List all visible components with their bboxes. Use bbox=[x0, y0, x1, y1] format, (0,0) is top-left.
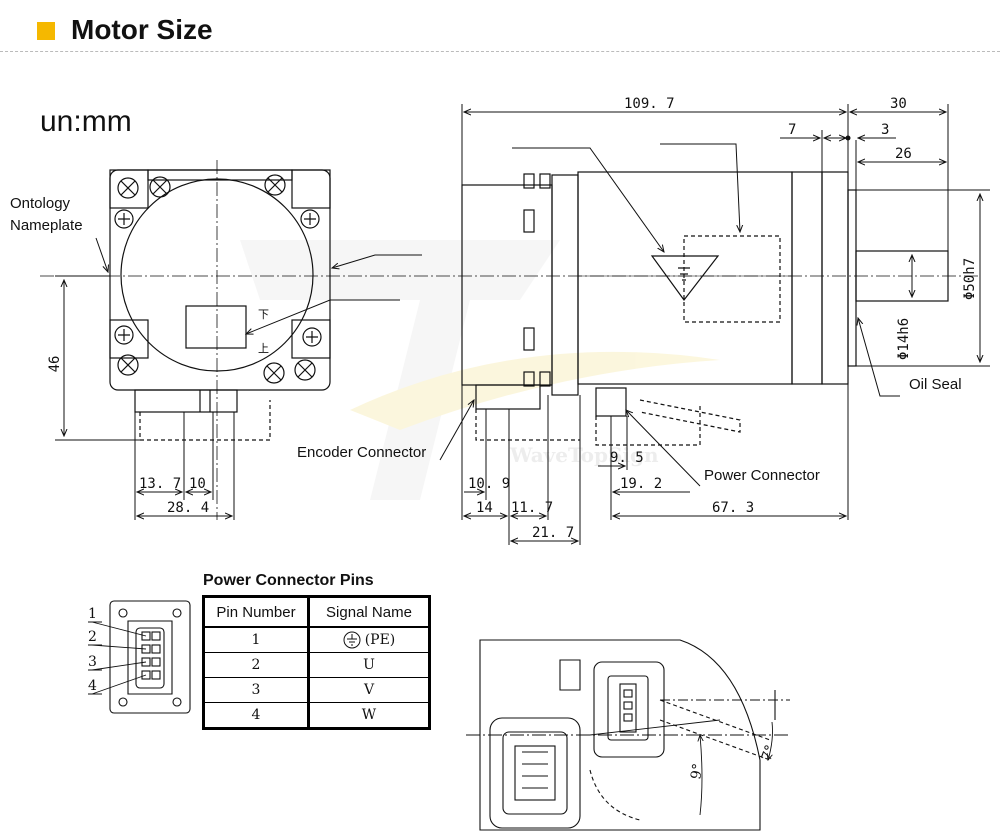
pin-number-cell: 3 bbox=[203, 677, 310, 703]
dim-3: 3 bbox=[881, 122, 889, 138]
table-row: 2 U bbox=[203, 652, 430, 678]
signal-name-cell: U bbox=[308, 652, 430, 678]
dimensions-front-bottom bbox=[134, 412, 235, 520]
dim-28-4: 28. 4 bbox=[167, 500, 209, 516]
dim-13-7: 13. 7 bbox=[139, 476, 181, 492]
dim-14: 14 bbox=[476, 500, 493, 516]
dim-26: 26 bbox=[895, 146, 912, 162]
dim-46: 46 bbox=[47, 356, 63, 373]
pin-label-2: 2 bbox=[88, 629, 97, 645]
page-title: Motor Size bbox=[71, 14, 213, 45]
leader-lines-side bbox=[439, 143, 900, 487]
dimension-46 bbox=[55, 275, 140, 441]
dimensions-side-top bbox=[461, 104, 949, 251]
pin-number-cell: 1 bbox=[203, 626, 310, 653]
power-connector-pin-diagram bbox=[88, 600, 191, 714]
watermark-text: WaveTopSign bbox=[509, 443, 659, 467]
dim-30: 30 bbox=[890, 96, 907, 112]
dim-phi50: Φ50h7 bbox=[962, 258, 978, 300]
nameplate-mark-top: 下 bbox=[258, 308, 269, 321]
table-row: 3 V bbox=[203, 677, 430, 703]
dimensions-side-bottom bbox=[461, 384, 849, 545]
power-connector-callout: Power Connector bbox=[704, 467, 820, 484]
signal-name-text: (PE) bbox=[364, 632, 396, 648]
oil-seal-callout: Oil Seal bbox=[909, 376, 962, 393]
dim-19-2: 19. 2 bbox=[620, 476, 662, 492]
dimensions-side-right bbox=[856, 189, 990, 367]
dim-9-5: 9. 5 bbox=[610, 450, 644, 466]
motor-side-view bbox=[461, 171, 949, 446]
centerlines bbox=[40, 160, 980, 520]
table-header-row: Pin Number Signal Name bbox=[203, 596, 430, 628]
signal-name-cell: (PE) bbox=[308, 626, 430, 653]
pin-label-1: 1 bbox=[88, 606, 97, 622]
nameplate-mark-bottom: 上 bbox=[258, 342, 269, 355]
power-connector-pins-table: Pin Number Signal Name 1 (PE) 2 U 3 V 4 … bbox=[202, 595, 431, 730]
dimension-dot bbox=[845, 135, 851, 141]
header-divider bbox=[0, 51, 1000, 52]
header-accent-square bbox=[37, 22, 55, 40]
unit-label: un:mm bbox=[40, 105, 132, 138]
pin-number-cell: 4 bbox=[203, 702, 310, 729]
connector-detail-view bbox=[479, 639, 790, 831]
dim-67-3: 67. 3 bbox=[712, 500, 754, 516]
dim-angle-7: 7° bbox=[759, 743, 779, 763]
leader-lines-front bbox=[95, 237, 422, 334]
motor-front-view bbox=[109, 169, 331, 441]
column-header-pin-number: Pin Number bbox=[203, 596, 310, 628]
encoder-connector-callout: Encoder Connector bbox=[297, 444, 427, 461]
dim-11-7: 11. 7 bbox=[511, 500, 553, 516]
dim-10-9: 10. 9 bbox=[468, 476, 510, 492]
pin-label-3: 3 bbox=[88, 654, 97, 670]
column-header-signal-name: Signal Name bbox=[308, 596, 430, 628]
dim-7: 7 bbox=[788, 122, 796, 138]
pin-number-cell: 2 bbox=[203, 652, 310, 678]
table-row: 4 W bbox=[203, 702, 430, 729]
dim-phi14: Φ14h6 bbox=[896, 318, 912, 360]
nameplate-callout: Ontology Nameplate bbox=[10, 195, 83, 234]
dim-109-7: 109. 7 bbox=[624, 96, 675, 112]
watermark: WaveTopSign bbox=[240, 240, 720, 500]
signal-name-cell: V bbox=[308, 677, 430, 703]
pin-label-4: 4 bbox=[88, 678, 97, 694]
dim-angle-9: 9° bbox=[688, 762, 707, 780]
pins-table-title: Power Connector Pins bbox=[203, 572, 374, 589]
dim-21-7: 21. 7 bbox=[532, 525, 574, 541]
ground-icon bbox=[343, 631, 361, 649]
table-row: 1 (PE) bbox=[203, 626, 430, 653]
detail-angle-lines bbox=[466, 719, 790, 816]
dim-10-front: 10 bbox=[189, 476, 206, 492]
signal-name-cell: W bbox=[308, 702, 430, 729]
